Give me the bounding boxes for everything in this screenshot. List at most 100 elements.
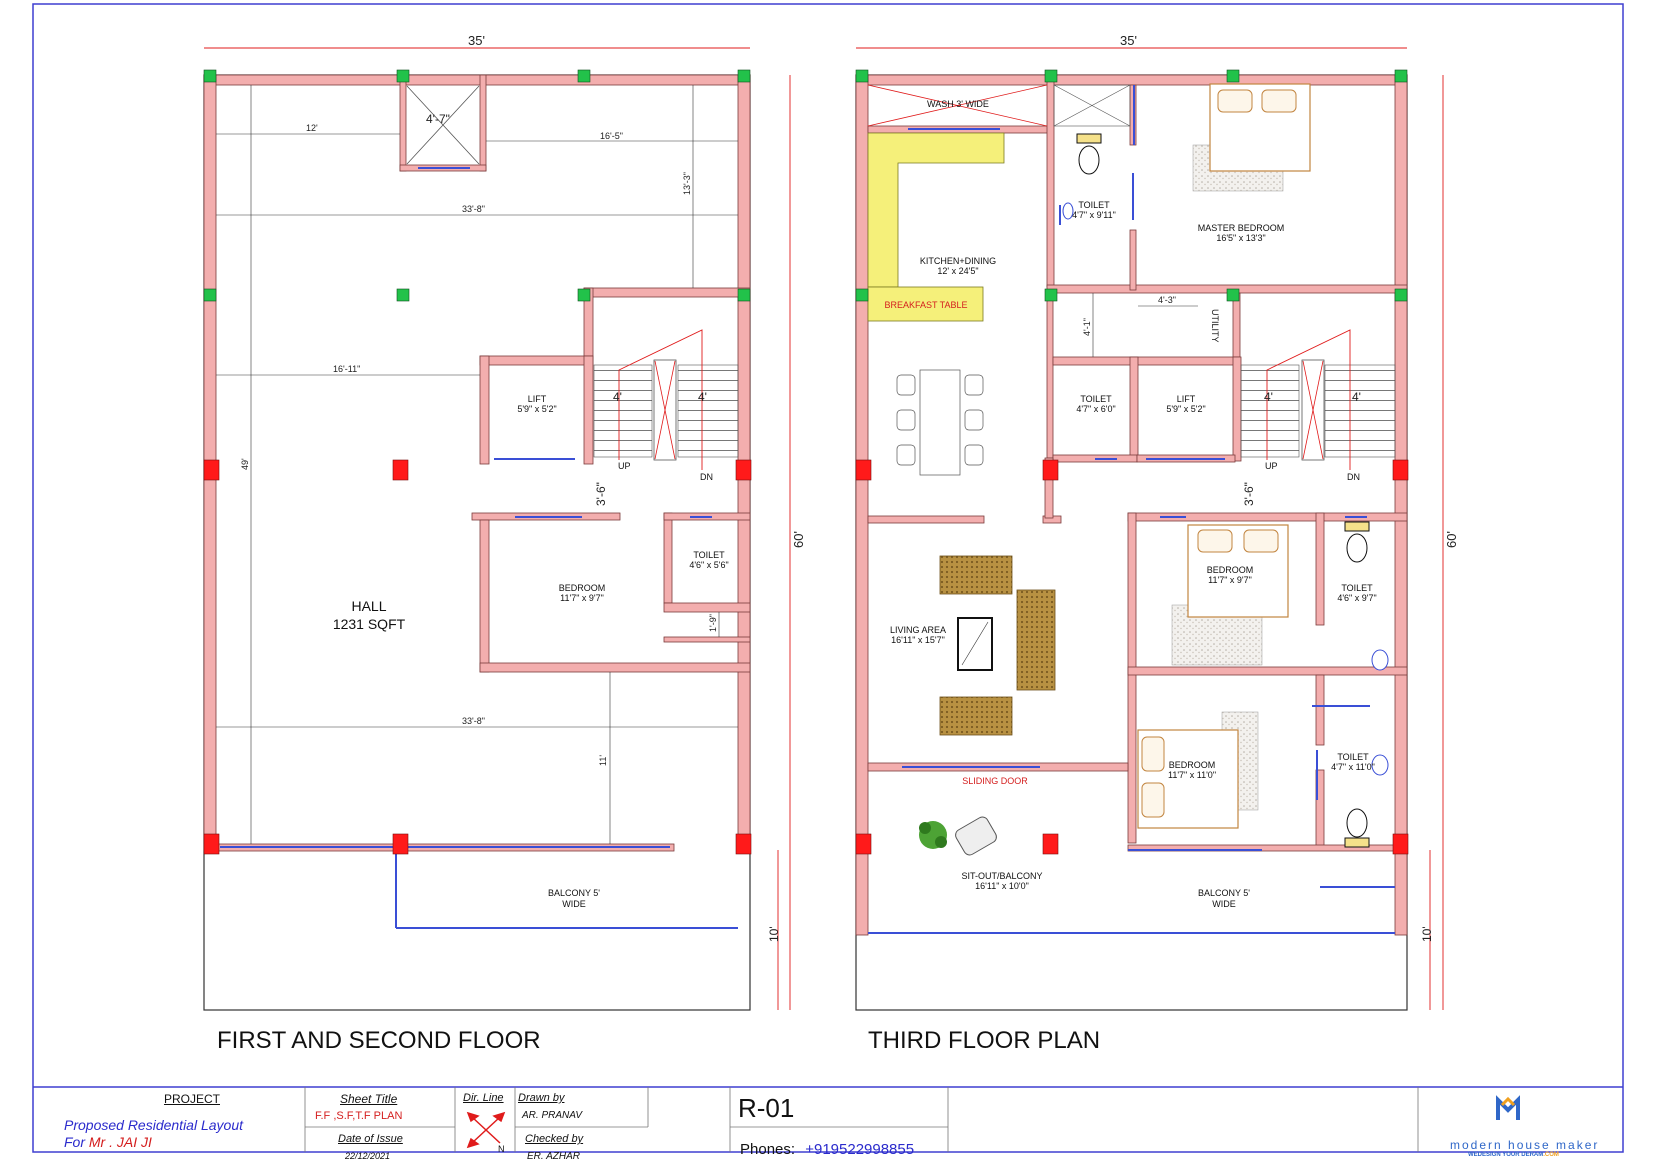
label-toilet-mid: TOILET: [1080, 394, 1112, 404]
dim-4-1: 4'-1": [1082, 318, 1092, 336]
label-bedroom-1: BEDROOM: [1207, 565, 1254, 575]
sheet-number: R-01: [738, 1093, 795, 1123]
brand-logo-icon: [1496, 1095, 1520, 1120]
walls: [203, 74, 751, 852]
label-utility: UTILITY: [1210, 309, 1220, 343]
label-toilet: TOILET: [693, 550, 725, 560]
phone-number: +919522998855: [805, 1141, 915, 1158]
label-kitchen: KITCHEN+DINING: [920, 256, 996, 266]
label-stair-dn: DN: [700, 472, 713, 482]
label-toilet-size: 4'6" x 5'6": [689, 560, 728, 570]
label-balcony: BALCONY 5': [548, 888, 600, 898]
label-toilet-r1-size: 4'6" x 9'7": [1337, 593, 1376, 603]
date-label: Date of Issue: [338, 1133, 403, 1145]
label-sitout-size: 16'11" x 10'0": [975, 881, 1029, 891]
columns-green: [203, 69, 751, 302]
label-toilet-mid-size: 4'7" x 6'0": [1076, 404, 1115, 414]
label-lift-size: 5'9" x 5'2": [1166, 404, 1205, 414]
label-toilet-top-size: 4'7" x 9'11": [1072, 210, 1116, 220]
project-line-2: For Mr . JAI JI: [64, 1134, 152, 1150]
dim-3-6: 3'-6": [1242, 482, 1256, 506]
checked-by: ER. AZHAR: [527, 1151, 580, 1162]
client-name: Mr . JAI JI: [88, 1134, 152, 1150]
label-wash: WASH 3' WIDE: [927, 99, 989, 109]
label-master-bedroom: MASTER BEDROOM: [1198, 223, 1285, 233]
stair-right: [677, 364, 739, 458]
dim-lift-width: 4'-7": [426, 112, 450, 126]
dimension-lines: [1092, 293, 1198, 357]
dir-line-label: Dir. Line: [463, 1092, 504, 1104]
brand-tagline: WEDESIGN YOUR DERAM.COM: [1468, 1152, 1559, 1158]
living-sofas: [939, 555, 1056, 736]
label-master-bedroom-size: 16'5" x 13'3": [1216, 233, 1265, 243]
label-stair-up: UP: [1265, 461, 1278, 471]
label-living-area-size: 16'11" x 15'7": [891, 635, 945, 645]
stair-left: [1240, 364, 1300, 458]
plan-title-first: FIRST AND SECOND FLOOR: [217, 1027, 541, 1054]
dim-49: 49': [240, 458, 250, 470]
title-block-grid: [304, 1087, 1419, 1152]
label-lift-size: 5'9" x 5'2": [517, 404, 556, 414]
sheet-title: F.F ,S.F,T.F PLAN: [315, 1110, 403, 1122]
sheet-title-label: Sheet Title: [340, 1092, 398, 1106]
label-lift: LIFT: [1177, 394, 1196, 404]
phone-row: Phones: +919522998855: [740, 1141, 915, 1158]
walls: [855, 74, 1408, 936]
first-second-floor-plan: 12' 4'-7" 16'-5" 13'-3" 33'-8" 16'-11" 4…: [203, 33, 806, 1054]
dim-depth-60: 60': [791, 531, 806, 548]
label-living-area: LIVING AREA: [890, 625, 946, 635]
dim-stair-4-left: 4': [613, 390, 622, 404]
label-toilet-top: TOILET: [1078, 200, 1110, 210]
project-line-1: Proposed Residential Layout: [64, 1117, 244, 1133]
dim-13-3: 13'-3": [682, 172, 692, 195]
label-toilet-r2: TOILET: [1337, 752, 1369, 762]
stair-left: [593, 364, 653, 458]
plant: [919, 821, 947, 849]
label-lift: LIFT: [528, 394, 547, 404]
drawn-by-label: Drawn by: [518, 1092, 565, 1104]
dim-width-35: 35': [1120, 33, 1137, 48]
stair-arrow: [1266, 329, 1351, 470]
dining-table: [896, 369, 984, 476]
dim-depth-60: 60': [1444, 531, 1459, 548]
outer-dimension-lines: [856, 47, 1444, 1010]
stair-arrow: [618, 329, 703, 470]
label-hall: HALL: [351, 598, 386, 614]
sheet-frame: [32, 3, 1624, 1153]
label-bedroom: BEDROOM: [559, 583, 606, 593]
dim-3-6: 3'-6": [594, 482, 608, 506]
dim-12: 12': [306, 123, 318, 133]
label-stair-up: UP: [618, 461, 631, 471]
dim-stair-4-right: 4': [698, 390, 707, 404]
dim-balcony-10: 10': [767, 926, 781, 942]
dim-33-8-top: 33'-8": [462, 204, 485, 214]
dim-4-3: 4'-3": [1158, 295, 1176, 305]
north-label: N: [498, 1144, 505, 1154]
issue-date: 22/12/2021: [345, 1151, 391, 1161]
columns-red: [855, 459, 1409, 855]
brand-name: modern house maker: [1450, 1138, 1600, 1152]
lounge-chair: [955, 816, 997, 856]
label-sitout: SIT-OUT/BALCONY: [961, 871, 1042, 881]
toilet-fixtures: [1062, 133, 1389, 848]
checked-by-label: Checked by: [525, 1133, 584, 1145]
north-arrow-icon: [466, 1111, 506, 1149]
label-kitchen-size: 12' x 24'5": [937, 266, 978, 276]
dim-16-11: 16'-11": [333, 364, 360, 374]
dim-stair-4-right: 4': [1352, 390, 1361, 404]
label-bedroom-2-size: 11'7" x 11'0": [1168, 770, 1216, 780]
outer-dimension-lines: [204, 47, 791, 1010]
dim-stair-4-left: 4': [1264, 390, 1273, 404]
third-floor-plan: 35' 60' 10' 4'-3" 4'-1" 4' 4' 3'-6" WASH…: [855, 33, 1459, 1054]
label-hall-size: 1231 SQFT: [333, 616, 406, 632]
stair-right: [1324, 364, 1396, 458]
label-balcony-wide: WIDE: [562, 899, 586, 909]
label-balcony: BALCONY 5': [1198, 888, 1250, 898]
windows: [215, 167, 738, 929]
label-bedroom-size: 11'7" x 9'7": [560, 593, 604, 603]
dim-width-35: 35': [468, 33, 485, 48]
label-toilet-r2-size: 4'7" x 11'0": [1331, 762, 1375, 772]
dim-balcony-10: 10': [1420, 926, 1434, 942]
columns-red: [203, 459, 752, 855]
label-toilet-r1: TOILET: [1341, 583, 1373, 593]
